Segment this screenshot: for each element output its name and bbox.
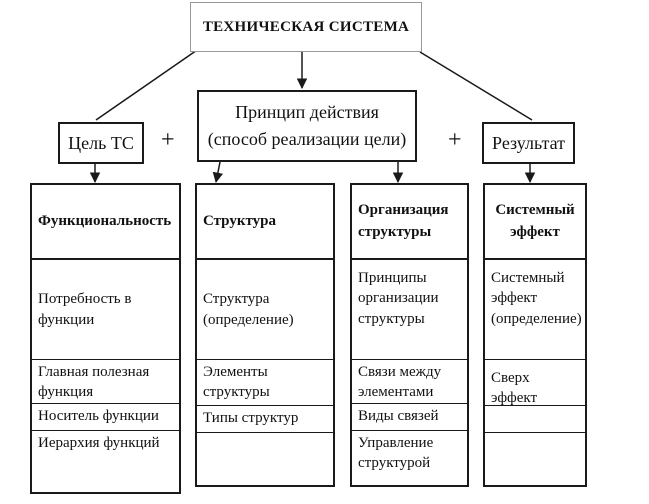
column-item: Виды связей [352, 404, 467, 431]
line-title-to-result [419, 51, 533, 121]
column-item [197, 433, 333, 485]
column-description: Потребность в функции [32, 260, 179, 360]
column-structure: Структура Структура (определение) Элемен… [195, 183, 335, 487]
column-description: Системный эффект (определение) [485, 260, 585, 360]
column-item: Типы структур [197, 406, 333, 433]
column-item: Носитель функции [32, 404, 179, 431]
principle-box: Принцип действия (способ реализации цели… [197, 90, 417, 162]
plus-sign-right: + [448, 127, 462, 153]
result-box: Результат [482, 122, 575, 164]
arrow-principle-to-col2 [212, 161, 224, 184]
column-item: Связи между элементами [352, 360, 467, 404]
column-header: Функциональность [32, 185, 179, 260]
column-item: Управление структурой [358, 435, 434, 472]
column-organization: Организация структуры Принципы организац… [350, 183, 469, 487]
title-box: ТЕХНИЧЕСКАЯ СИСТЕМА [190, 2, 422, 52]
result-text: Результат [492, 132, 565, 153]
column-item: Иерархия функций [38, 435, 160, 451]
column-item: Элементы структуры [197, 360, 333, 406]
column-functionality: Функциональность Потребность в функции Г… [30, 183, 181, 494]
goal-text: Цель ТС [68, 132, 134, 153]
plus-sign-left: + [161, 127, 175, 153]
line-title-to-goal [95, 47, 201, 121]
column-item [485, 406, 585, 433]
column-item [485, 433, 585, 485]
title-text: ТЕХНИЧЕСКАЯ СИСТЕМА [202, 18, 410, 35]
column-description: Структура (определение) [197, 260, 333, 360]
column-header: Структура [197, 185, 333, 260]
column-description: Принципы организации структуры [352, 260, 467, 360]
column-system-effect: Системный эффект Системный эффект (опред… [483, 183, 587, 487]
principle-line-2: (способ реализации цели) [207, 129, 407, 149]
column-item: Главная полезная функция [32, 360, 179, 404]
principle-line-1: Принцип действия [235, 102, 379, 122]
column-header: Системный эффект [485, 185, 585, 260]
column-header: Организация структуры [352, 185, 467, 260]
column-item: Сверх эффект [485, 360, 585, 406]
goal-box: Цель ТС [58, 122, 144, 164]
